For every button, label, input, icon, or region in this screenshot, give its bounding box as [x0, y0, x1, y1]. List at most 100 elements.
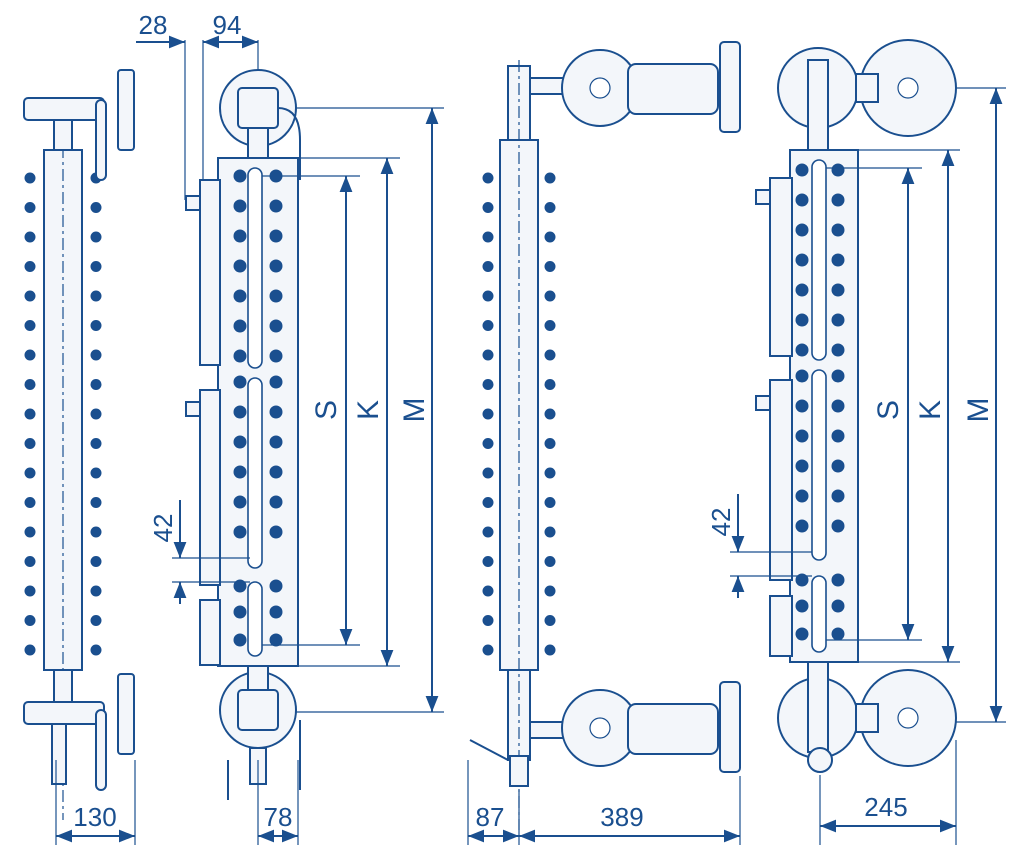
top-hub [589, 77, 611, 99]
top-valve-body [627, 63, 719, 115]
bolt-column [24, 172, 102, 656]
bolt [544, 497, 556, 508]
bolt [482, 644, 494, 656]
glass-window [247, 377, 263, 569]
bolt [482, 320, 494, 331]
bolt [233, 199, 247, 213]
bolt [482, 615, 494, 626]
bolt [90, 261, 102, 272]
bolt [544, 290, 556, 302]
bolt [831, 223, 845, 237]
bolt [795, 429, 809, 443]
bolt [269, 465, 283, 479]
drain [509, 755, 529, 787]
bolt-grid [233, 169, 283, 647]
plug [755, 189, 771, 205]
plug [185, 401, 201, 417]
bolt [233, 605, 247, 619]
bolt [233, 349, 247, 363]
bolt [795, 459, 809, 473]
bolt [269, 495, 283, 509]
bolt [233, 525, 247, 539]
bolt-column [482, 172, 556, 656]
bolt [233, 633, 247, 647]
bolt [24, 320, 36, 331]
bottom-lever [95, 709, 107, 791]
dim-28: 28 [139, 10, 168, 40]
bolt [544, 231, 556, 243]
bolt [831, 459, 845, 473]
bolt [90, 379, 102, 390]
bolt [90, 556, 102, 567]
bolt [24, 261, 36, 272]
bolt [831, 283, 845, 297]
bolt [269, 375, 283, 389]
dim-94: 94 [213, 10, 242, 40]
bolt [233, 229, 247, 243]
bolt [90, 231, 102, 243]
bottom-hub [589, 717, 611, 739]
label-M: M [962, 398, 995, 423]
plug [185, 195, 201, 211]
dim-87: 87 [476, 802, 505, 832]
bolt [90, 585, 102, 597]
bolt [831, 369, 845, 383]
bolt [544, 526, 556, 538]
bolt [90, 615, 102, 626]
bottom-valve-body [23, 701, 105, 725]
bolt [482, 497, 494, 508]
bolt [233, 375, 247, 389]
bolt [544, 202, 556, 213]
bottom-valve-body [627, 703, 719, 755]
top-handwheel [117, 69, 135, 151]
bolt [233, 465, 247, 479]
bolt [24, 379, 36, 390]
bolt [233, 289, 247, 303]
bolt [233, 435, 247, 449]
bolt [24, 644, 36, 656]
top-lever [277, 107, 301, 180]
bolt [90, 467, 102, 479]
bolt [795, 573, 809, 587]
label-K: K [914, 400, 947, 420]
bolt [544, 172, 556, 184]
bolt [482, 526, 494, 538]
bolt [90, 349, 102, 361]
bolt [24, 202, 36, 213]
glass-window [811, 575, 827, 653]
bolt [831, 313, 845, 327]
bolt [24, 290, 36, 302]
bottom-flange [719, 681, 741, 773]
bolt [269, 405, 283, 419]
bottom-valve-body [855, 703, 879, 733]
bolt [831, 253, 845, 267]
drain-handle [469, 739, 509, 761]
bolt [795, 627, 809, 641]
bolt [831, 429, 845, 443]
bolt [831, 193, 845, 207]
bolt [90, 438, 102, 449]
view-2-front-small-valves: 28 94 S K M 42 78 [136, 10, 444, 845]
bolt [544, 320, 556, 331]
drain-pipe [51, 723, 67, 785]
glass-window [247, 581, 263, 657]
bolt [269, 435, 283, 449]
bolt [544, 261, 556, 272]
bolt [90, 408, 102, 420]
bottom-neck [247, 665, 269, 691]
bolt [831, 519, 845, 533]
label-K: K [352, 400, 385, 420]
bottom-flange-block [237, 689, 279, 731]
bolt [795, 163, 809, 177]
bolt [482, 556, 494, 567]
bolt [544, 408, 556, 420]
bolt [90, 497, 102, 508]
bolt [795, 223, 809, 237]
bolt [544, 349, 556, 361]
side-bracket [769, 595, 793, 657]
bolt [269, 605, 283, 619]
bolt [482, 231, 494, 243]
bolt [482, 349, 494, 361]
bolt [831, 489, 845, 503]
